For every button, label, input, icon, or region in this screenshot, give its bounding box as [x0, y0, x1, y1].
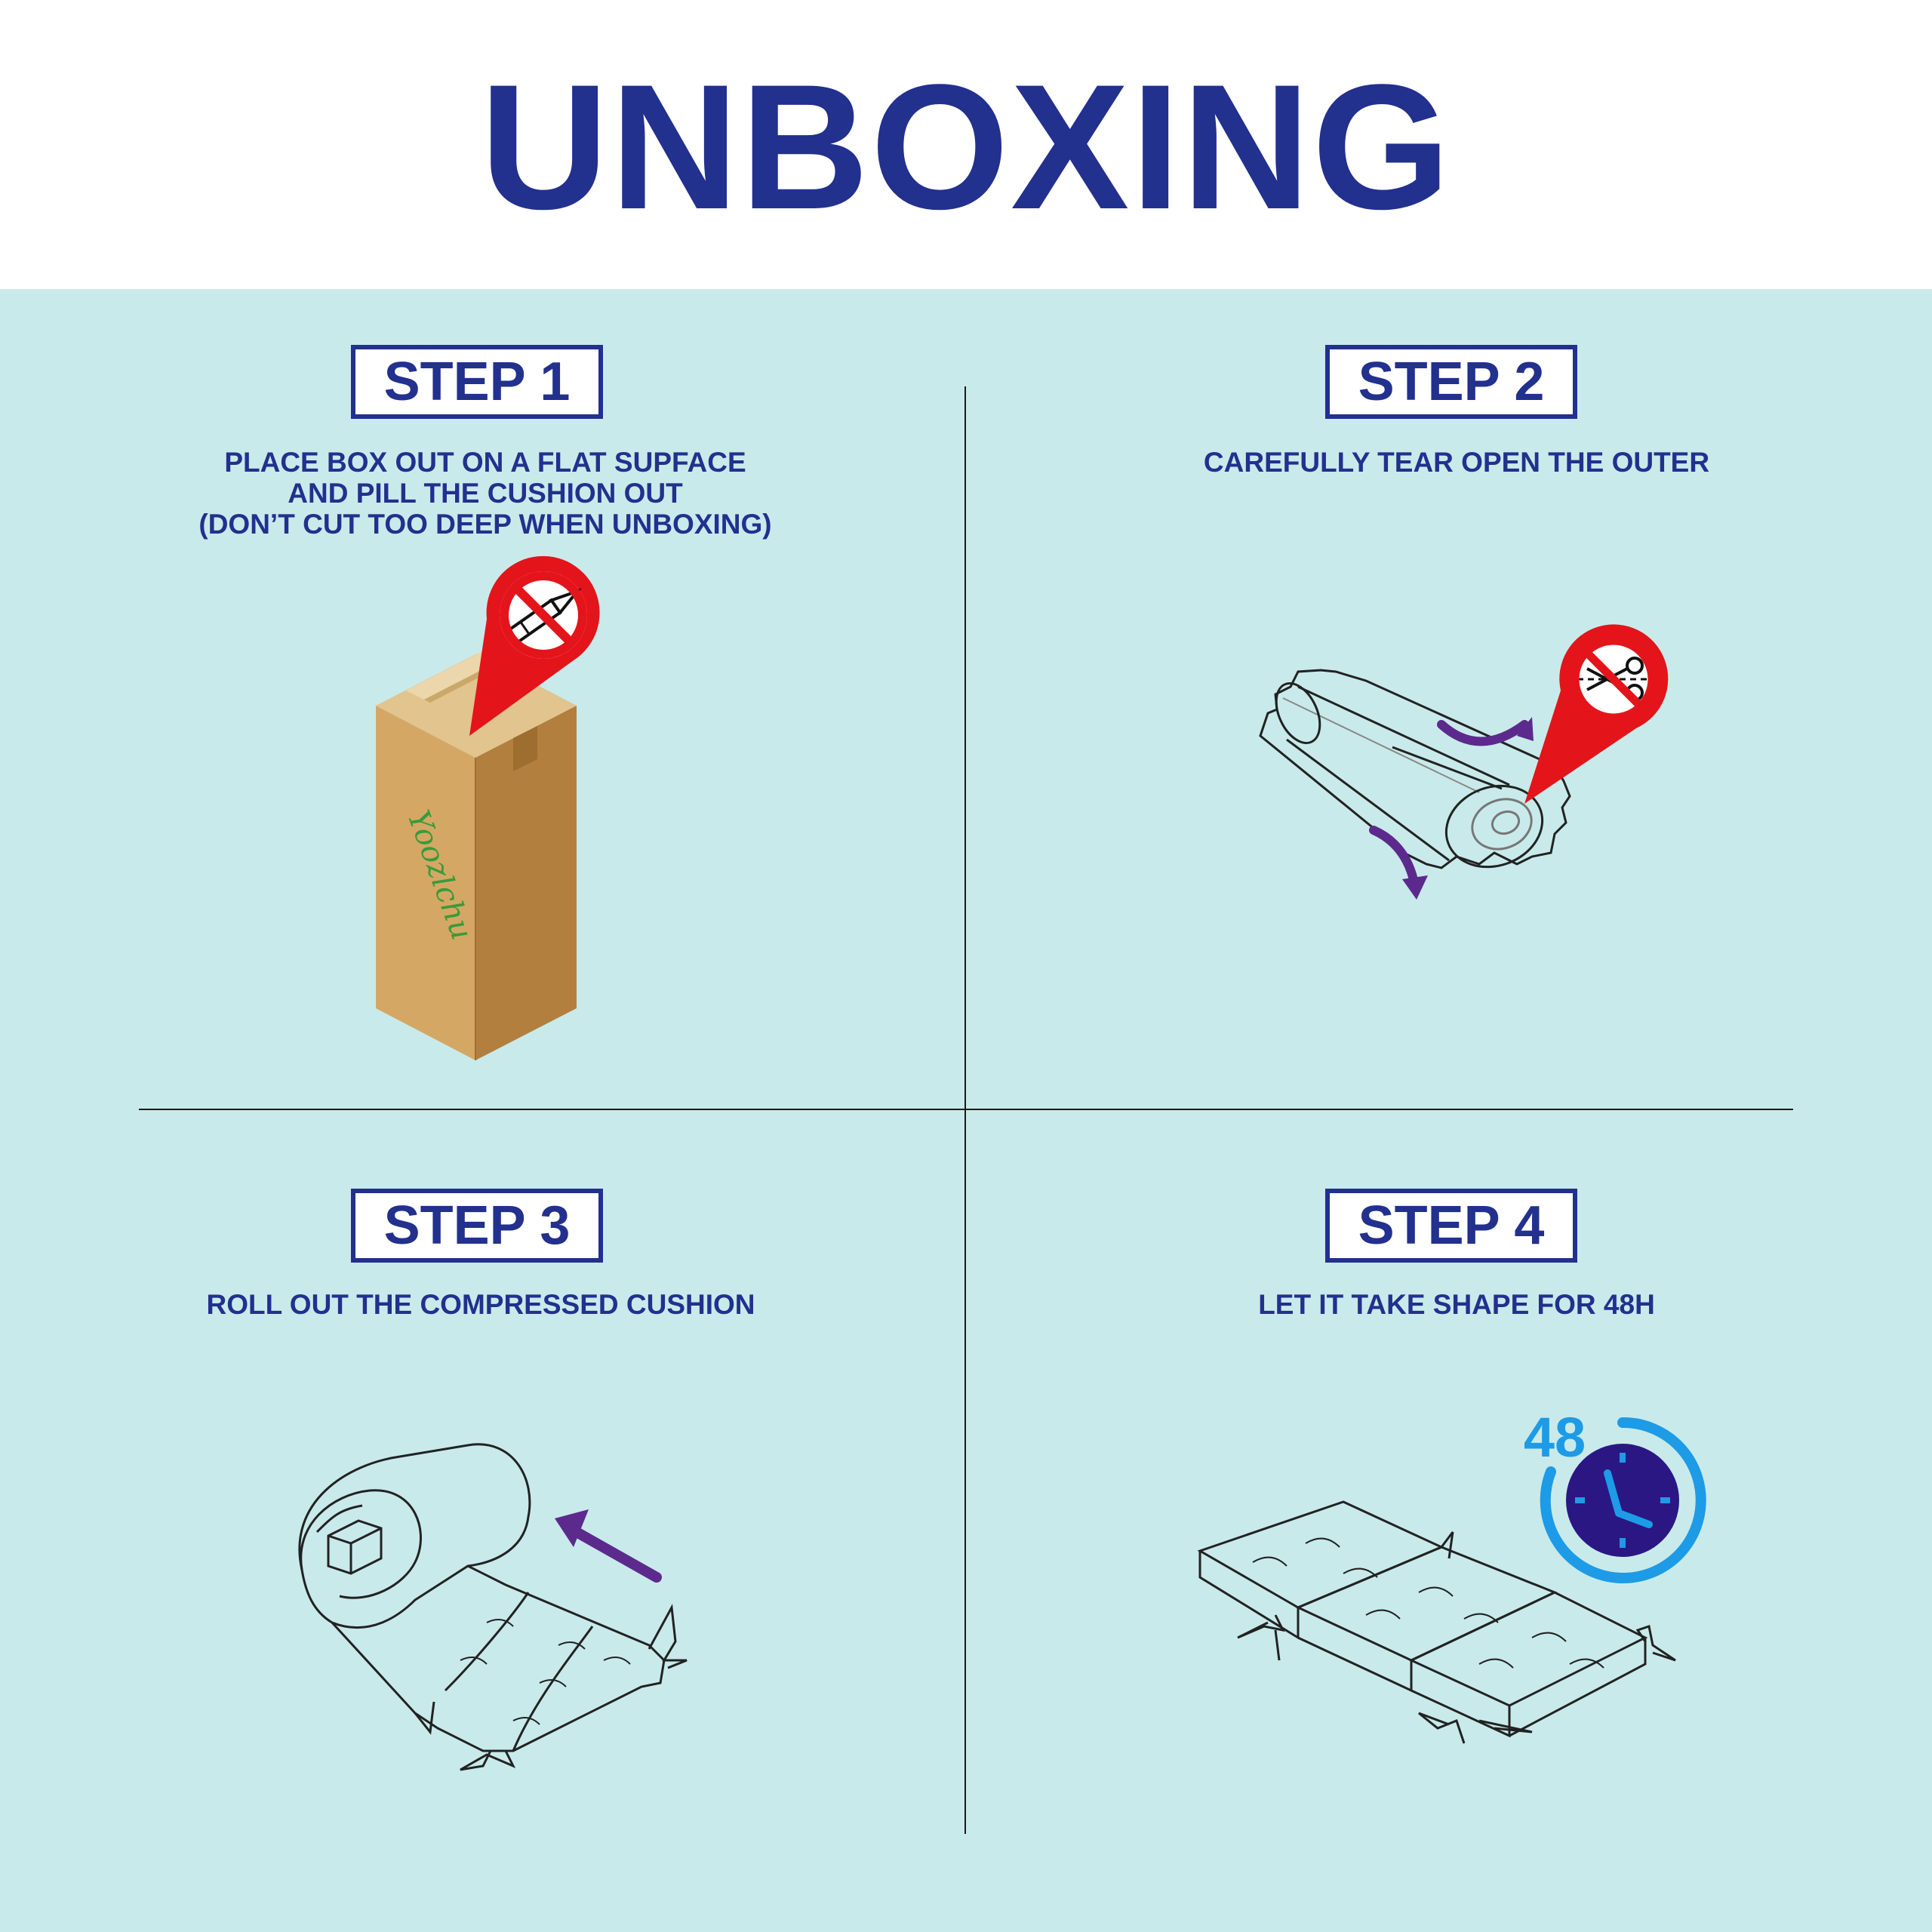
step-1-line-3: (DON’T CUT TOO DEEP WHEN UNBOXING)	[198, 509, 772, 540]
step-2-line-1: CAREFULLY TEAR OPEN THE OUTER	[1203, 447, 1710, 478]
page-title: UNBOXING	[480, 48, 1452, 247]
step-1-line-2: AND PILL THE CUSHION OUT	[288, 478, 683, 509]
clock-icon: 48	[1524, 1406, 1706, 1583]
step-1-line-1: PLACE BOX OUT ON A FLAT SUPFACE	[224, 447, 746, 478]
no-knife-sign-icon	[469, 555, 600, 736]
wrapped-roll-icon	[1259, 624, 1669, 900]
step-3-badge: STEP 3	[351, 1189, 603, 1263]
step-4-badge: STEP 4	[1325, 1189, 1577, 1263]
clock-hours-label: 48	[1524, 1406, 1586, 1469]
step-4-description: LET IT TAKE SHAPE FOR 48H	[1117, 1289, 1796, 1320]
step-4-line-1: LET IT TAKE SHAPE FOR 48H	[1258, 1289, 1655, 1320]
rolled-cushion-icon	[298, 1443, 688, 1771]
cardboard-box-icon: Yoozlchu	[376, 555, 600, 1060]
horizontal-divider	[139, 1109, 1793, 1110]
flat-cushion-icon	[1197, 1500, 1676, 1744]
step-3-description: ROLL OUT THE COMPRESSED CUSHION	[141, 1289, 820, 1320]
step-2-badge: STEP 2	[1325, 345, 1577, 419]
step-2-description: CAREFULLY TEAR OPEN THE OUTER	[1117, 447, 1796, 478]
step-3-line-1: ROLL OUT THE COMPRESSED CUSHION	[206, 1289, 755, 1320]
step-1-description: PLACE BOX OUT ON A FLAT SUPFACE AND PILL…	[146, 447, 825, 540]
vertical-divider	[964, 386, 966, 1834]
no-scissors-sign-icon	[1524, 624, 1669, 804]
header: UNBOXING	[0, 0, 1932, 289]
step-1-badge: STEP 1	[351, 345, 603, 419]
